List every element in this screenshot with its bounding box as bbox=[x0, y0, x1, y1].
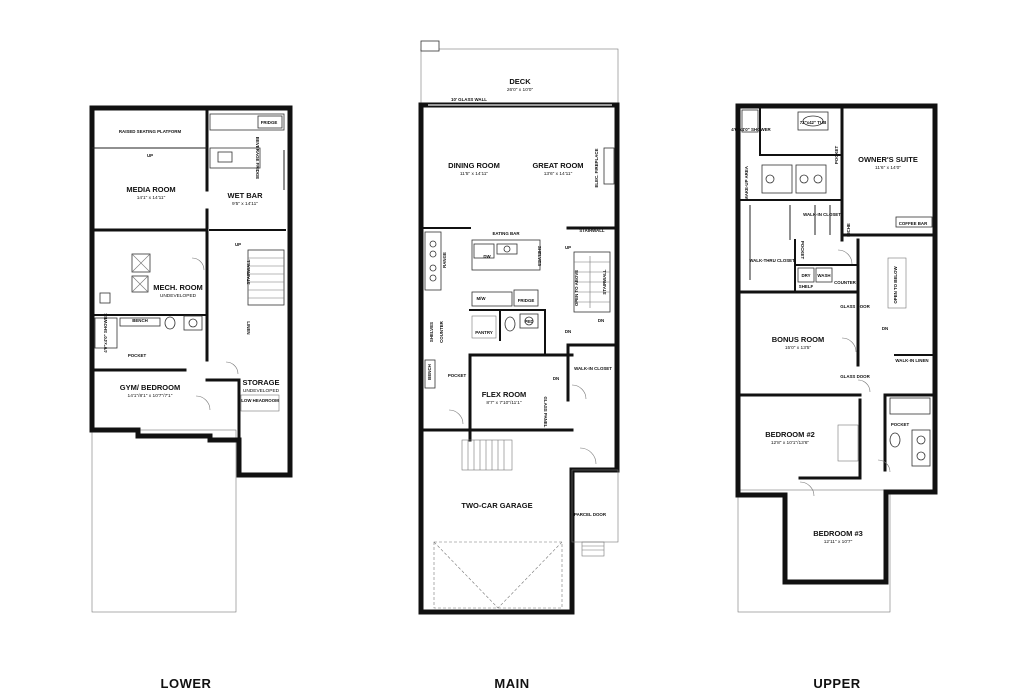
upper-walk-in-label: WALK-IN CLOSET bbox=[803, 212, 841, 217]
gym-bedroom-name: GYM/ BEDROOM bbox=[120, 383, 180, 392]
main-pocket-label: POCKET bbox=[448, 373, 467, 378]
fireplace-label: ELEC. FIREPLACE bbox=[594, 148, 599, 187]
deck-name: DECK bbox=[509, 77, 531, 86]
niche-label: NICHE bbox=[846, 223, 851, 237]
storage-name: STORAGE bbox=[243, 378, 280, 387]
upper-dn-label: DN bbox=[882, 326, 888, 331]
main-walk-in-label: WALK-IN CLOSET bbox=[574, 366, 612, 371]
main-dn2-label: DN bbox=[598, 318, 604, 323]
lower-stairwall-label: STAIRWALL bbox=[246, 259, 251, 285]
main-bench-label: BENCH bbox=[427, 364, 432, 380]
bedroom3-dims: 12'11" x 10'7" bbox=[824, 539, 853, 545]
main-floor-plan: DECK 26'0" x 10'0" 10' GLASS WALL DINING… bbox=[418, 40, 620, 615]
lower-fridge-label: FRIDGE bbox=[261, 120, 278, 125]
main-shelves-label: SHELVES bbox=[537, 246, 542, 266]
main-floor-caption: MAIN bbox=[494, 676, 529, 691]
eating-bar-label: EATING BAR bbox=[493, 231, 521, 236]
glass-wall-label: 10' GLASS WALL bbox=[451, 97, 487, 102]
lower-up2-label: UP bbox=[235, 242, 241, 247]
open-to-below-label: OPEN TO BELOW bbox=[893, 266, 898, 304]
storage-note: UNDEVELOPED bbox=[243, 388, 280, 394]
main-fridge-label: FRIDGE bbox=[518, 298, 535, 303]
gym-bedroom-dims: 14'1"/8'1" x 10'7"/7'1" bbox=[128, 393, 173, 399]
flex-room-dims: 8'7" x 7'10"/11'1" bbox=[486, 400, 522, 406]
wet-bar-name: WET BAR bbox=[228, 191, 264, 200]
lower-pocket-label: POCKET bbox=[128, 353, 147, 358]
walk-thru-closet-label: WALK-THRU CLOSET bbox=[749, 258, 795, 263]
great-room-name: GREAT ROOM bbox=[532, 161, 583, 170]
main-dn3-label: DN bbox=[553, 376, 559, 381]
makeup-area-label: MAKE-UP AREA bbox=[744, 165, 749, 200]
coffee-bar-label: COFFEE BAR bbox=[899, 221, 928, 226]
bedroom3-name: BEDROOM #3 bbox=[813, 529, 863, 538]
main-stairwall2-label: STAIRWALL bbox=[602, 269, 607, 295]
great-room-dims: 13'6" x 14'11" bbox=[544, 171, 573, 177]
upper-counter-label: COUNTER bbox=[834, 280, 857, 285]
bonus-room-name: BONUS ROOM bbox=[772, 335, 825, 344]
flex-room-name: FLEX ROOM bbox=[482, 390, 527, 399]
shelf-label: SHELF bbox=[799, 284, 814, 289]
lower-raised-platform-label: RAISED SEATING PLATFORM bbox=[119, 129, 182, 134]
upper-floor-caption: UPPER bbox=[813, 676, 860, 691]
lower-shower-label: 4'0"x4'0" SHOWER bbox=[103, 312, 108, 352]
upper-pocket2-label: POCKET bbox=[800, 241, 805, 260]
main-stairwall-label: STAIRWALL bbox=[579, 228, 605, 233]
open-to-above-label: OPEN TO ABOVE bbox=[574, 270, 579, 306]
lower-floor-plan: RAISED SEATING PLATFORM UP FRIDGE BEVERA… bbox=[89, 105, 293, 613]
main-shelves2-label: SHELVES bbox=[429, 322, 434, 342]
main-exterior-wall bbox=[418, 102, 620, 615]
tub-label: 72"x42" TUB bbox=[800, 120, 827, 125]
parcel-door-label: PARCEL DOOR bbox=[574, 512, 607, 517]
upper-shower-label: 4'0"x4'0" SHOWER bbox=[731, 127, 771, 132]
lower-floor-caption: LOWER bbox=[161, 676, 212, 691]
lower-bench-label: BENCH bbox=[132, 318, 148, 323]
ped-label: PED bbox=[524, 319, 533, 324]
lower-exterior-wall bbox=[89, 105, 293, 478]
dining-room-dims: 11'5" x 14'11" bbox=[460, 171, 489, 177]
mech-room-name: MECH. ROOM bbox=[153, 283, 203, 292]
dining-room-name: DINING ROOM bbox=[448, 161, 500, 170]
upper-roof-outline bbox=[737, 489, 891, 613]
mech-room-note: UNDEVELOPED bbox=[160, 293, 197, 299]
range-label: RANGE bbox=[442, 252, 447, 268]
garage-name: TWO-CAR GARAGE bbox=[461, 501, 532, 510]
main-up-label: UP bbox=[565, 245, 571, 250]
media-room-dims: 14'1" x 14'11" bbox=[137, 195, 166, 201]
upper-floor-plan: 4'0"x4'0" SHOWER 72"x42" TUB POCKET OWNE… bbox=[731, 103, 938, 613]
wash-label: WASH bbox=[817, 273, 830, 278]
upper-pocket3-label: POCKET bbox=[891, 422, 910, 427]
pantry-label: PANTRY bbox=[475, 330, 493, 335]
deck-dims: 26'0" x 10'0" bbox=[507, 87, 534, 93]
glass-panel-label: GLASS PANEL bbox=[543, 397, 548, 428]
glass-door2-label: GLASS DOOR bbox=[840, 374, 870, 379]
bonus-room-dims: 15'0" x 13'5" bbox=[785, 345, 812, 351]
lower-patio-outline bbox=[91, 429, 237, 613]
glass-door-label: GLASS DOOR bbox=[840, 304, 870, 309]
main-dn-label: DN bbox=[565, 329, 571, 334]
owners-suite-dims: 11'6" x 14'0" bbox=[875, 165, 901, 171]
upper-pocket-label: POCKET bbox=[834, 146, 839, 165]
owners-suite-name: OWNER'S SUITE bbox=[858, 155, 918, 164]
counter-label: COUNTER bbox=[439, 320, 444, 343]
lower-up-label: UP bbox=[147, 153, 153, 158]
mw-label: M/W bbox=[476, 296, 486, 301]
wet-bar-dims: 9'5" x 14'11" bbox=[232, 201, 258, 207]
bedroom2-name: BEDROOM #2 bbox=[765, 430, 815, 439]
dw-label: DW bbox=[483, 254, 491, 259]
bedroom2-dims: 12'8" x 10'1"/13'6" bbox=[771, 440, 810, 446]
lower-linen-label: LINEN bbox=[246, 321, 251, 334]
lower-beverage-fridge-label: BEVERAGE FRIDGE bbox=[255, 137, 260, 180]
media-room-name: MEDIA ROOM bbox=[126, 185, 175, 194]
low-headroom-label: LOW HEADROOM bbox=[241, 398, 279, 403]
dry-label: DRY bbox=[801, 273, 810, 278]
walk-in-linen-label: WALK-IN LINEN bbox=[895, 358, 928, 363]
